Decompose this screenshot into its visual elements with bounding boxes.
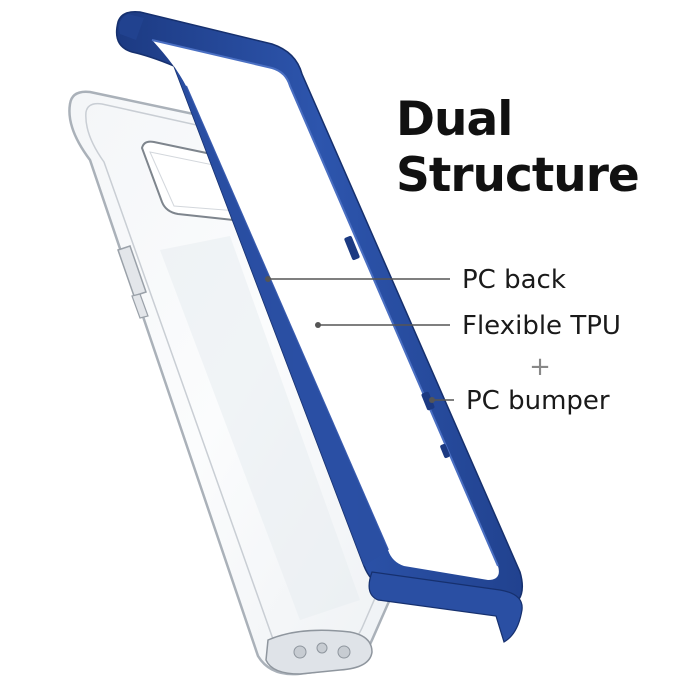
callout-leaders [265,276,454,403]
plus-sign: + [529,352,551,382]
leader-dot-tpu [315,322,321,328]
label-flexible-tpu: Flexible TPU [462,311,621,341]
headline-line-1: Dual [396,92,513,147]
label-pc-bumper: PC bumper [466,386,610,416]
leader-dot-bumper [429,397,435,403]
label-pc-back: PC back [462,265,566,295]
headline: Dual Structure [396,92,640,204]
blue-bumper-frame [115,10,523,643]
headline-line-2: Structure [396,148,640,203]
leader-dot-pc-back [265,276,271,282]
